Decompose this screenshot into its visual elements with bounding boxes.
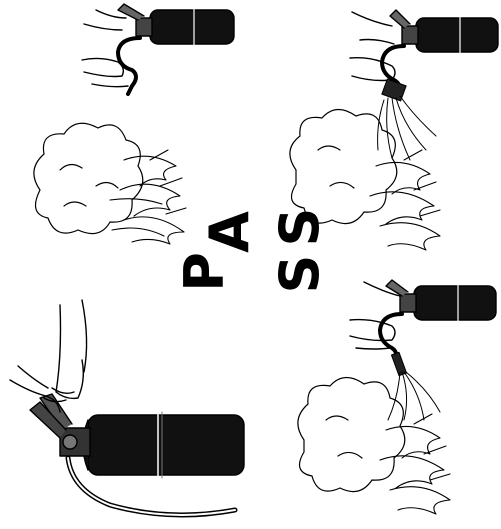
- smoke-cloud-icon: [298, 377, 405, 491]
- flame-icon: [380, 414, 450, 514]
- fire-extinguisher-icon: [382, 10, 498, 94]
- spray-icon: [388, 352, 440, 420]
- step-letter-aim: A: [200, 187, 260, 277]
- fire-extinguisher-icon: [380, 280, 496, 360]
- flame-icon: [370, 150, 440, 250]
- spray-icon: [378, 79, 436, 160]
- fire-extinguisher-icon: [30, 394, 244, 515]
- step-letter-sweep: S: [270, 182, 330, 272]
- smoke-cloud-icon: [34, 123, 143, 233]
- panel-pull: [10, 300, 244, 515]
- hand-icon: [350, 12, 395, 81]
- fire-extinguisher-icon: [118, 4, 234, 94]
